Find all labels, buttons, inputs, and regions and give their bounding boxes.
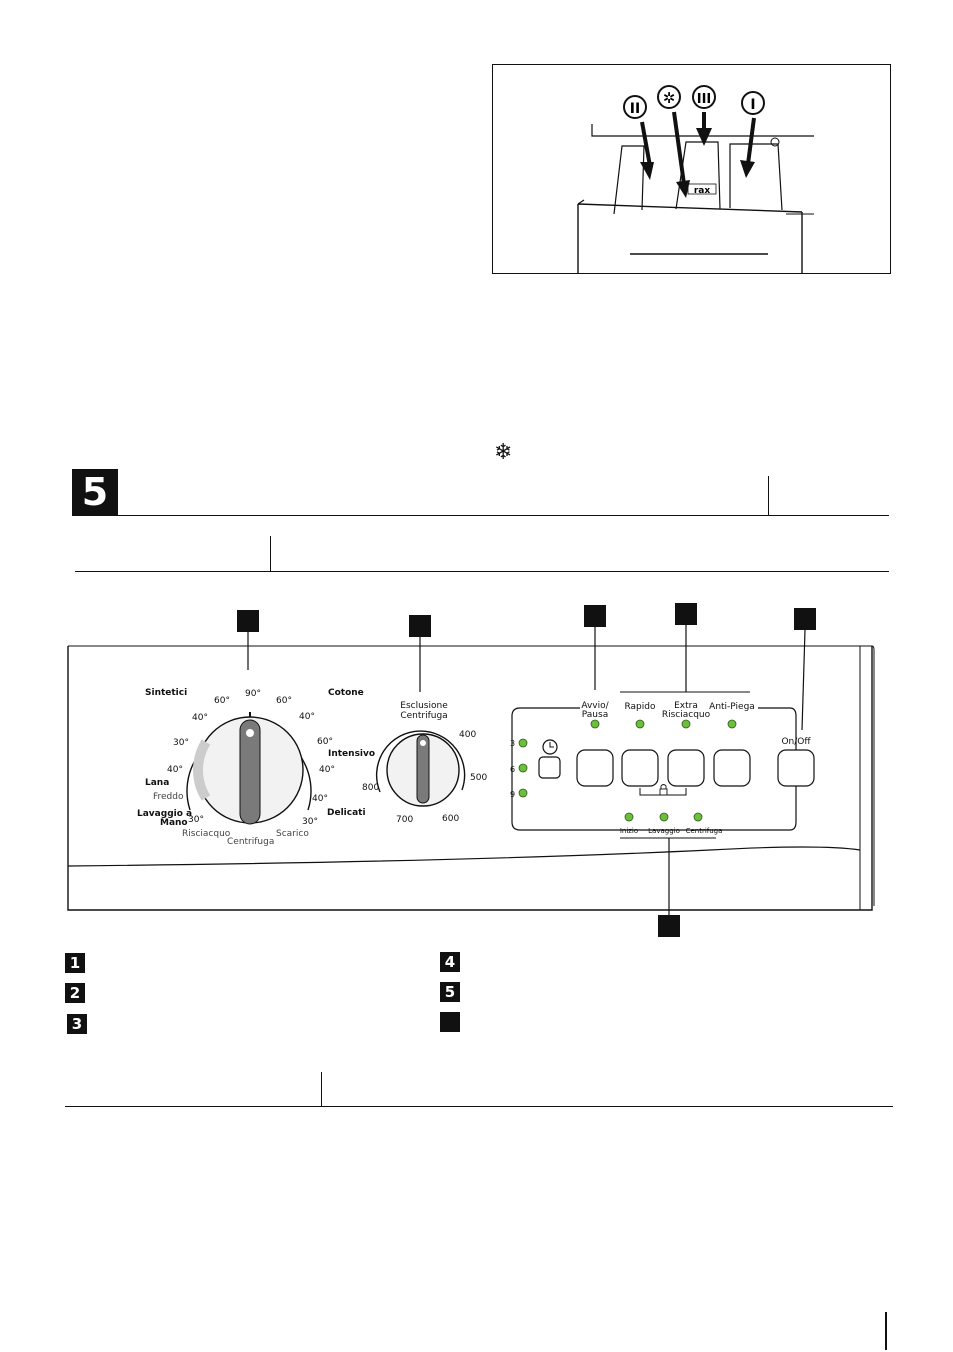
legend-number-4: 4: [440, 952, 460, 972]
avvio-pausa-button[interactable]: [576, 749, 614, 787]
svg-text:II: II: [630, 101, 640, 117]
temp-label: 30°: [302, 817, 318, 827]
callout-4: [675, 603, 697, 625]
program-group-lana: Lana: [145, 778, 169, 788]
extra-risciacquo-button[interactable]: [667, 749, 705, 787]
temp-label: 40°: [192, 713, 208, 723]
delay-hour-6: 6: [510, 765, 515, 774]
subsection-divider: [270, 536, 271, 572]
extra-label-line1: Extra: [674, 701, 698, 711]
svg-text:I: I: [750, 97, 755, 113]
callout-1: [237, 610, 259, 632]
spin-speed-600: 600: [442, 814, 459, 824]
program-centrifuga: Centrifuga: [227, 837, 274, 847]
subsection-rule: [75, 571, 889, 572]
antipiega-label: Anti-Piega: [709, 702, 755, 712]
temp-label: 40°: [299, 712, 315, 722]
avvio-label-line1: Avvio/: [581, 701, 609, 711]
compartment-flower-marker: ✲: [657, 85, 681, 109]
delay-button[interactable]: [538, 756, 561, 779]
svg-text:✲: ✲: [663, 89, 676, 107]
spin-title-line1: Esclusione: [400, 701, 448, 711]
onoff-label: On/Off: [781, 737, 811, 747]
spin-speed-800: 800: [362, 783, 379, 793]
legend-number-2: 2: [65, 983, 85, 1003]
phase-led-centrifuga: [693, 812, 703, 822]
spin-speed-700: 700: [396, 815, 413, 825]
legend-number-3: 3: [67, 1014, 87, 1034]
temp-label: 40°: [312, 794, 328, 804]
spin-speed-400: 400: [459, 730, 476, 740]
legend-number-6: [440, 1012, 460, 1032]
program-group-mano: Mano: [160, 818, 188, 828]
callout-6: [658, 915, 680, 937]
detergent-drawer-illustration: rax II ✲ III I: [492, 64, 891, 274]
header-divider: [768, 476, 769, 515]
temp-label: 60°: [317, 737, 333, 747]
spin-title-line2: Centrifuga: [400, 711, 447, 721]
compartment-i-marker: I: [741, 91, 765, 115]
rapido-button[interactable]: [621, 749, 659, 787]
legend-number-1: 1: [65, 953, 85, 973]
extra-risciacquo-led: [681, 719, 691, 729]
delay-led-6: [518, 763, 528, 773]
phase-inizio-label: Inizio: [620, 827, 638, 835]
phase-lavaggio-label: Lavaggio: [648, 827, 680, 835]
temp-label: 30°: [188, 815, 204, 825]
spin-speed-500: 500: [470, 773, 487, 783]
antipiega-led: [727, 719, 737, 729]
callout-2: [409, 615, 431, 637]
spin-speed-dial[interactable]: [375, 730, 466, 807]
program-selector-dial[interactable]: [186, 712, 312, 825]
snowflake-icon: ❄: [494, 440, 513, 465]
delay-led-9: [518, 788, 528, 798]
temp-label: 60°: [276, 696, 292, 706]
lower-subsection-rule: [65, 1106, 893, 1107]
callout-3: [584, 605, 606, 627]
compartment-iii-marker: III: [692, 85, 716, 109]
phase-centrifuga-label: Centrifuga: [686, 827, 723, 835]
delay-hour-9: 9: [510, 790, 515, 799]
delay-hour-3: 3: [510, 739, 515, 748]
program-freddo: Freddo: [153, 792, 184, 802]
lower-subsection-divider: [321, 1072, 322, 1107]
delay-led-3: [518, 738, 528, 748]
temp-label: 90°: [245, 689, 261, 699]
svg-text:III: III: [697, 92, 712, 107]
rapido-label: Rapido: [624, 702, 655, 712]
control-panel: Sintetici Cotone Intensivo Lana Lavaggio…: [67, 603, 875, 937]
temp-label: 60°: [214, 696, 230, 706]
phase-led-lavaggio: [659, 812, 669, 822]
extra-label-line2: Risciacquo: [662, 710, 711, 720]
antipiega-button[interactable]: [713, 749, 751, 787]
rapido-led: [635, 719, 645, 729]
avvio-label-line2: Pausa: [582, 710, 608, 720]
program-scarico: Scarico: [276, 829, 309, 839]
callout-5: [794, 608, 816, 630]
program-group-lavaggio-a: Lavaggio a: [137, 809, 192, 819]
onoff-button[interactable]: [777, 749, 815, 787]
clock-icon: [542, 739, 558, 755]
temp-label: 30°: [173, 738, 189, 748]
program-group-intensivo: Intensivo: [328, 749, 375, 759]
legend-number-5: 5: [440, 982, 460, 1002]
section-rule: [72, 515, 889, 516]
section-number-badge: 5: [72, 469, 118, 515]
program-group-delicati: Delicati: [327, 808, 366, 818]
program-group-cotone: Cotone: [328, 688, 364, 698]
page-edge-mark: [885, 1312, 887, 1350]
temp-label: 40°: [319, 765, 335, 775]
drawer-brand-mark: rax: [694, 186, 711, 196]
phase-led-inizio: [624, 812, 634, 822]
compartment-ii-marker: II: [623, 95, 647, 119]
program-risciacquo: Risciacquo: [182, 829, 231, 839]
avvio-led: [590, 719, 600, 729]
temp-label: 40°: [167, 765, 183, 775]
drawer-arrows: [640, 111, 756, 198]
child-lock-icon: [659, 784, 668, 796]
program-group-sintetici: Sintetici: [145, 688, 187, 698]
